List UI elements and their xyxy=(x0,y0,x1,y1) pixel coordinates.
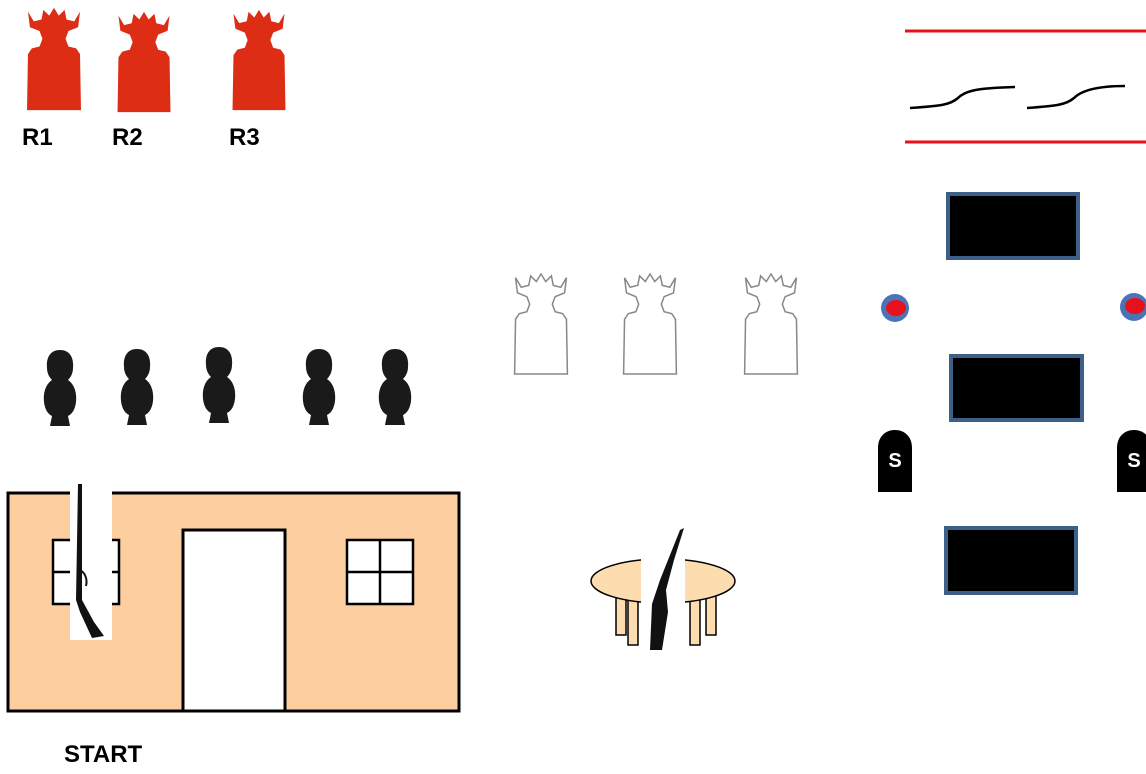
box-top xyxy=(946,192,1080,260)
steel-plate-left-label: S xyxy=(888,450,901,472)
popper-target-2 xyxy=(120,349,154,425)
building-door xyxy=(181,528,287,713)
label-r3: R3 xyxy=(229,124,260,151)
popper-target-5 xyxy=(378,349,412,425)
box-middle xyxy=(949,354,1084,422)
red-target-r1 xyxy=(27,7,81,111)
label-r1: R1 xyxy=(22,124,53,151)
red-target-r2 xyxy=(117,11,171,113)
rifle-icon-building xyxy=(70,482,112,640)
steel-plate-right-label: S xyxy=(1127,450,1140,472)
cable-lines xyxy=(909,84,1126,110)
outline-target-3 xyxy=(743,273,799,375)
popper-target-1 xyxy=(43,350,77,426)
red-target-r3 xyxy=(232,9,286,111)
outline-target-2 xyxy=(622,273,678,375)
label-r2: R2 xyxy=(112,124,143,151)
steel-plate-left: S xyxy=(878,430,912,492)
popper-target-3 xyxy=(202,347,236,423)
red-marker-left xyxy=(881,294,909,322)
red-marker-right xyxy=(1120,293,1146,321)
popper-target-4 xyxy=(302,349,336,425)
outline-target-1 xyxy=(513,273,569,375)
rifle-icon-table xyxy=(641,528,685,650)
label-start: START xyxy=(64,741,143,768)
steel-plate-right: S xyxy=(1117,430,1146,492)
window-right xyxy=(345,538,415,606)
box-bottom xyxy=(944,526,1078,595)
